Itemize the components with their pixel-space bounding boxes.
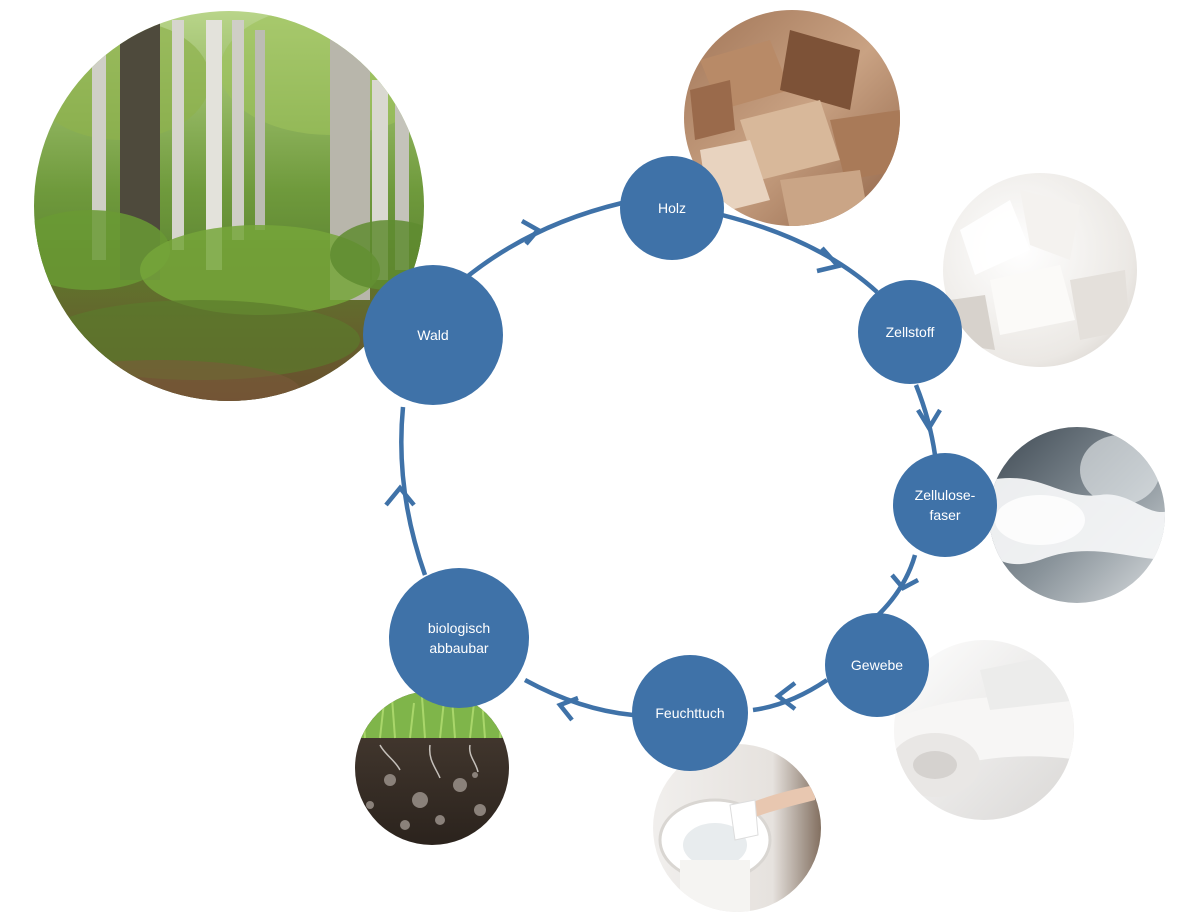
stage-circle-biologisch: [389, 568, 529, 708]
stage-node-holz: Holz: [620, 156, 724, 260]
stage-nodes: Wald HolzZellstoffZellulose-faserGewebeFe…: [363, 156, 997, 771]
stage-label-zellstoff: Zellstoff: [886, 324, 935, 340]
stage-label-zellulosefaser: Zellulose-: [915, 487, 976, 503]
arrowhead-7: [386, 488, 414, 505]
arrowhead-6: [560, 698, 578, 720]
arrow-feuchttuch-to-biologisch: [525, 680, 633, 715]
stage-label-feuchttuch: Feuchttuch: [655, 705, 724, 721]
stage-node-zellulosefaser: Zellulose-faser: [893, 453, 997, 557]
stage-label-gewebe: Gewebe: [851, 657, 903, 673]
stage-node-feuchttuch: Feuchttuch: [632, 655, 748, 771]
arrow-holz-to-zellstoff: [722, 215, 877, 292]
stage-label-zellulosefaser: faser: [929, 507, 960, 523]
stage-circle-zellulosefaser: [893, 453, 997, 557]
stage-node-wald: Wald: [363, 265, 503, 405]
soil-photo: [350, 690, 515, 850]
stage-label-biologisch: abbaubar: [429, 640, 489, 656]
fiber-photo: [985, 425, 1170, 610]
pulp-photo: [940, 170, 1140, 370]
stage-node-zellstoff: Zellstoff: [858, 280, 962, 384]
stage-label-holz: Holz: [658, 200, 686, 216]
stage-node-gewebe: Gewebe: [825, 613, 929, 717]
stage-node-biologisch: biologisch abbaubar: [389, 568, 529, 708]
stage-label-wald: Wald: [417, 327, 448, 343]
arrow-wald-to-holz: [463, 203, 622, 280]
stage-label-biologisch: biologisch: [428, 620, 490, 636]
